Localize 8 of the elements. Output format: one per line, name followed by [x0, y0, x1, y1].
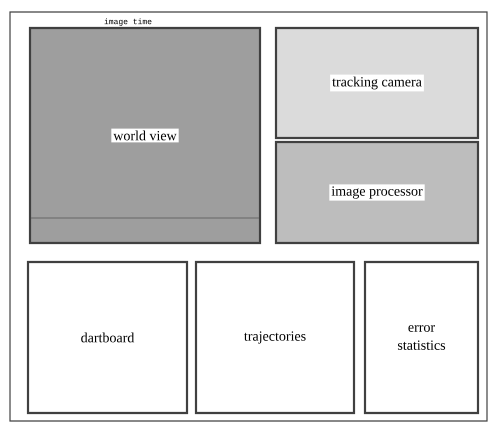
panel: world view	[28, 26, 262, 244]
window-frame	[9, 11, 488, 422]
caption-text: image time	[104, 18, 152, 26]
panel: image processor	[274, 140, 480, 244]
panel: error statistics	[364, 260, 480, 414]
panel: tracking camera	[274, 26, 480, 140]
panel: dartboard	[26, 260, 188, 414]
panel: trajectories	[194, 260, 356, 414]
